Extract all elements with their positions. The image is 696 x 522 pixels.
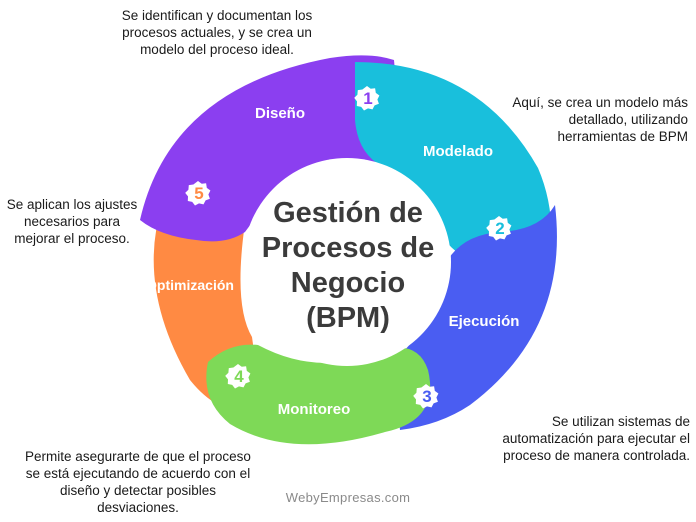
description-monitoreo: Permite asegurarte de que el proceso se …: [25, 449, 251, 515]
badge-4-number: 4: [234, 367, 244, 386]
segment-monitoreo: [206, 344, 431, 445]
phase-label-monitoreo: Monitoreo: [278, 401, 351, 418]
badge-1-number: 1: [363, 89, 372, 108]
badge-2-icon: [486, 216, 512, 241]
badge-3-icon: [413, 384, 439, 409]
center-title-line-2: Procesos de: [262, 232, 434, 264]
center-circle: [243, 158, 451, 366]
center-title-line-3: Negocio: [291, 267, 405, 299]
center-title-line-4: (BPM): [306, 302, 390, 334]
badge-4-icon: [225, 364, 251, 389]
badge-5-icon: [185, 181, 211, 206]
description-modelado: Aquí, se crea un modelo más detallado, u…: [512, 95, 688, 144]
description-optimizacion: Se aplican los ajustes necesarios para m…: [6, 197, 138, 246]
description-diseno: Se identifican y documentan los procesos…: [121, 8, 313, 57]
phase-label-diseno: Diseño: [255, 105, 305, 122]
phase-label-ejecucion: Ejecución: [449, 313, 520, 330]
segment-modelado: [355, 62, 552, 262]
segment-ejecucion: [392, 205, 557, 430]
badge-5-number: 5: [194, 184, 203, 203]
footer-credit: WebyEmpresas.com: [285, 490, 411, 505]
phase-label-optimizacion: Optimización: [146, 277, 234, 293]
description-ejecucion: Se utilizan sistemas de automatización p…: [502, 414, 690, 463]
badge-1-icon: [354, 86, 380, 111]
phase-label-modelado: Modelado: [423, 143, 493, 160]
badge-3-number: 3: [422, 387, 431, 406]
center-title-line-1: Gestión de: [273, 197, 423, 229]
badge-2-number: 2: [495, 219, 504, 238]
